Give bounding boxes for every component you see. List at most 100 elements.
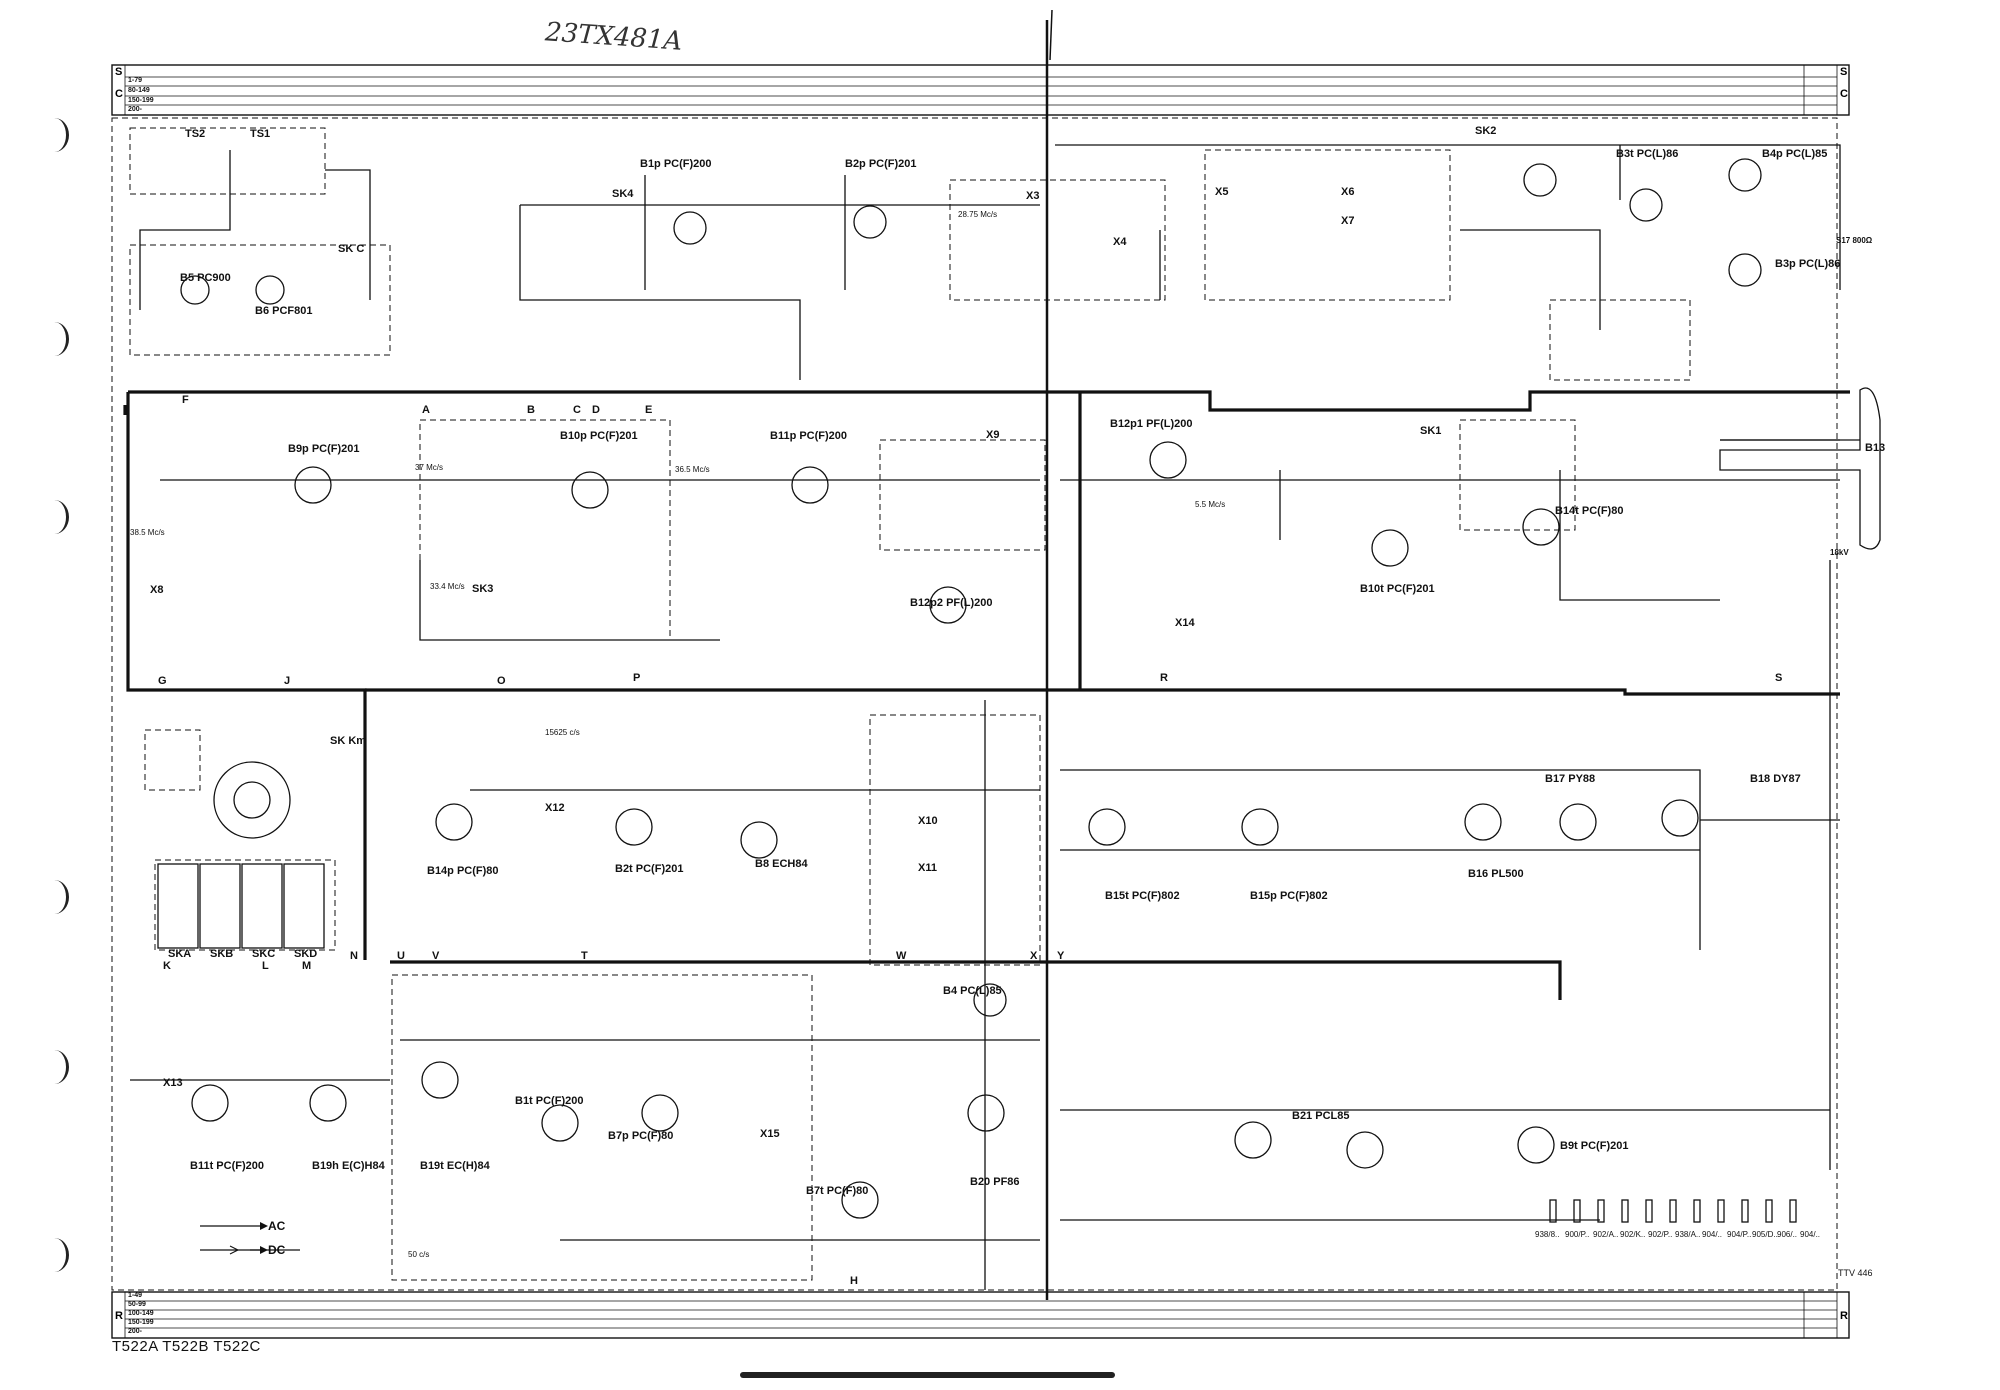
diode-label: X13 (163, 1077, 183, 1089)
tube-label: B14t PC(F)80 (1555, 505, 1624, 517)
tube-label: B9p PC(F)201 (288, 443, 360, 455)
bus-letter: K (163, 960, 171, 972)
bottom-ruler-range-4: 150-199 (128, 1319, 154, 1326)
heavy-busbars (123, 390, 1850, 1000)
tube-label: B14p PC(F)80 (427, 865, 499, 877)
part-code: 904/.. (1702, 1230, 1723, 1239)
tube-label: B1p PC(F)200 (640, 158, 712, 170)
diode-label: X15 (760, 1128, 780, 1140)
switch-label: SK3 (472, 583, 494, 595)
tube-label: B12p1 PF(L)200 (1110, 418, 1193, 430)
binder-hole (40, 1050, 69, 1084)
ruler-r-left: R (115, 1310, 123, 1322)
diode-label: X11 (918, 862, 937, 874)
bus-letter: N (350, 950, 358, 962)
picture-tube-b13 (1719, 387, 1881, 550)
diode-label: X3 (1026, 190, 1040, 202)
part-code: 938/8.. (1535, 1230, 1560, 1239)
ruler-range-3: 150-199 (128, 97, 154, 104)
switch-label: SK2 (1475, 125, 1497, 137)
switch-label: SK4 (612, 188, 634, 200)
tube-label: B6 PCF801 (255, 305, 313, 317)
part-code: 938/A.. (1675, 1230, 1701, 1239)
bus-letter: R (1160, 672, 1168, 684)
binder-hole (40, 118, 69, 152)
bus-letter: J (284, 675, 291, 687)
binder-hole (40, 322, 69, 356)
part-code: 904/P.. (1727, 1230, 1752, 1239)
bottom-ruler (111, 1291, 1850, 1339)
bus-letter: E (645, 404, 653, 416)
tube-label: B17 PY88 (1545, 773, 1596, 785)
diode-label: X14 (1175, 617, 1195, 629)
bus-letter: L (262, 960, 269, 972)
tube-label: B11p PC(F)200 (770, 430, 848, 442)
bottom-ruler-range-3: 100-149 (128, 1310, 154, 1317)
ruler-range-4: 200- (128, 106, 143, 113)
ruler-s-top-left: S (115, 66, 122, 78)
bus-letter: B (527, 404, 535, 416)
diode-label: X9 (986, 429, 1000, 441)
tube-label: B15p PC(F)802 (1250, 890, 1328, 902)
tube-label: B12p2 PF(L)200 (910, 597, 993, 609)
freq-label: 50 c/s (408, 1250, 430, 1259)
switch-label: SKB (210, 948, 234, 960)
diode-label: X10 (918, 815, 938, 827)
bus-letter: F (182, 394, 189, 406)
ruler-range-1: 1-79 (128, 77, 143, 84)
switch-label: TS2 (185, 128, 206, 140)
bus-letter: W (896, 950, 907, 962)
tube-label: B10t PC(F)201 (1360, 583, 1435, 595)
tube-label: B7t PC(F)80 (806, 1185, 869, 1197)
page-border (111, 117, 1838, 1291)
ruler-c-top-left: C (115, 88, 123, 100)
tube-label: B2p PC(F)201 (845, 158, 917, 170)
ruler-s-top-right: S (1840, 66, 1847, 78)
freq-label: 15625 c/s (545, 728, 580, 737)
tube-label: B4 PC(L)85 (943, 985, 1002, 997)
tube-label: B3t PC(L)86 (1616, 148, 1679, 160)
tube-label: B5 PC900 (180, 272, 231, 284)
freq-label: 33.4 Mc/s (430, 582, 465, 591)
bus-letter: H (850, 1275, 858, 1287)
part-code: 900/P.. (1565, 1230, 1590, 1239)
tube-label: B4p PC(L)85 (1762, 148, 1828, 160)
speaker-label: S17 800Ω (1836, 236, 1873, 245)
bus-letter: O (497, 675, 506, 687)
section-frames (129, 127, 1691, 1281)
binder-hole (40, 1238, 69, 1272)
diode-label: X8 (150, 584, 164, 596)
tube-label: B15t PC(F)802 (1105, 890, 1180, 902)
part-code: 904/.. (1800, 1230, 1821, 1239)
bus-letter: A (422, 404, 430, 416)
freq-label: 38.5 Mc/s (130, 528, 165, 537)
freq-label: 37 Mc/s (415, 463, 444, 472)
model-numbers: T522A T522B T522C (112, 1338, 261, 1355)
bus-letter: T (581, 950, 588, 962)
tube-label: B7p PC(F)80 (608, 1130, 674, 1142)
part-code: 906/.. (1777, 1230, 1798, 1239)
switch-label: SK C (338, 243, 365, 255)
tube-label: B18 DY87 (1750, 773, 1801, 785)
binder-hole (40, 500, 69, 534)
signal-wiring (130, 144, 1841, 1290)
part-code: 902/P.. (1648, 1230, 1673, 1239)
bus-letter: U (397, 950, 405, 962)
tube-label: B19t EC(H)84 (420, 1160, 490, 1172)
diode-label: X5 (1215, 186, 1229, 198)
tube-label: B20 PF86 (970, 1176, 1020, 1188)
part-code: 902/K.. (1620, 1230, 1646, 1239)
freq-label: 5.5 Mc/s (1195, 500, 1226, 509)
bus-letter: D (592, 404, 600, 416)
diode-label: X12 (545, 802, 565, 814)
tube-symbols (180, 158, 1762, 1219)
switch-label: SKC (252, 948, 276, 960)
eht-label: 18kV (1830, 548, 1849, 557)
ruler-c-top-right: C (1840, 88, 1848, 100)
bottom-ruler-range-1: 1-49 (128, 1292, 143, 1299)
scroll-indicator[interactable] (740, 1372, 1115, 1378)
bottom-ruler-range-2: 50-99 (128, 1301, 146, 1308)
freq-label: 28.75 Mc/s (958, 210, 998, 219)
tube-label: B10p PC(F)201 (560, 430, 638, 442)
